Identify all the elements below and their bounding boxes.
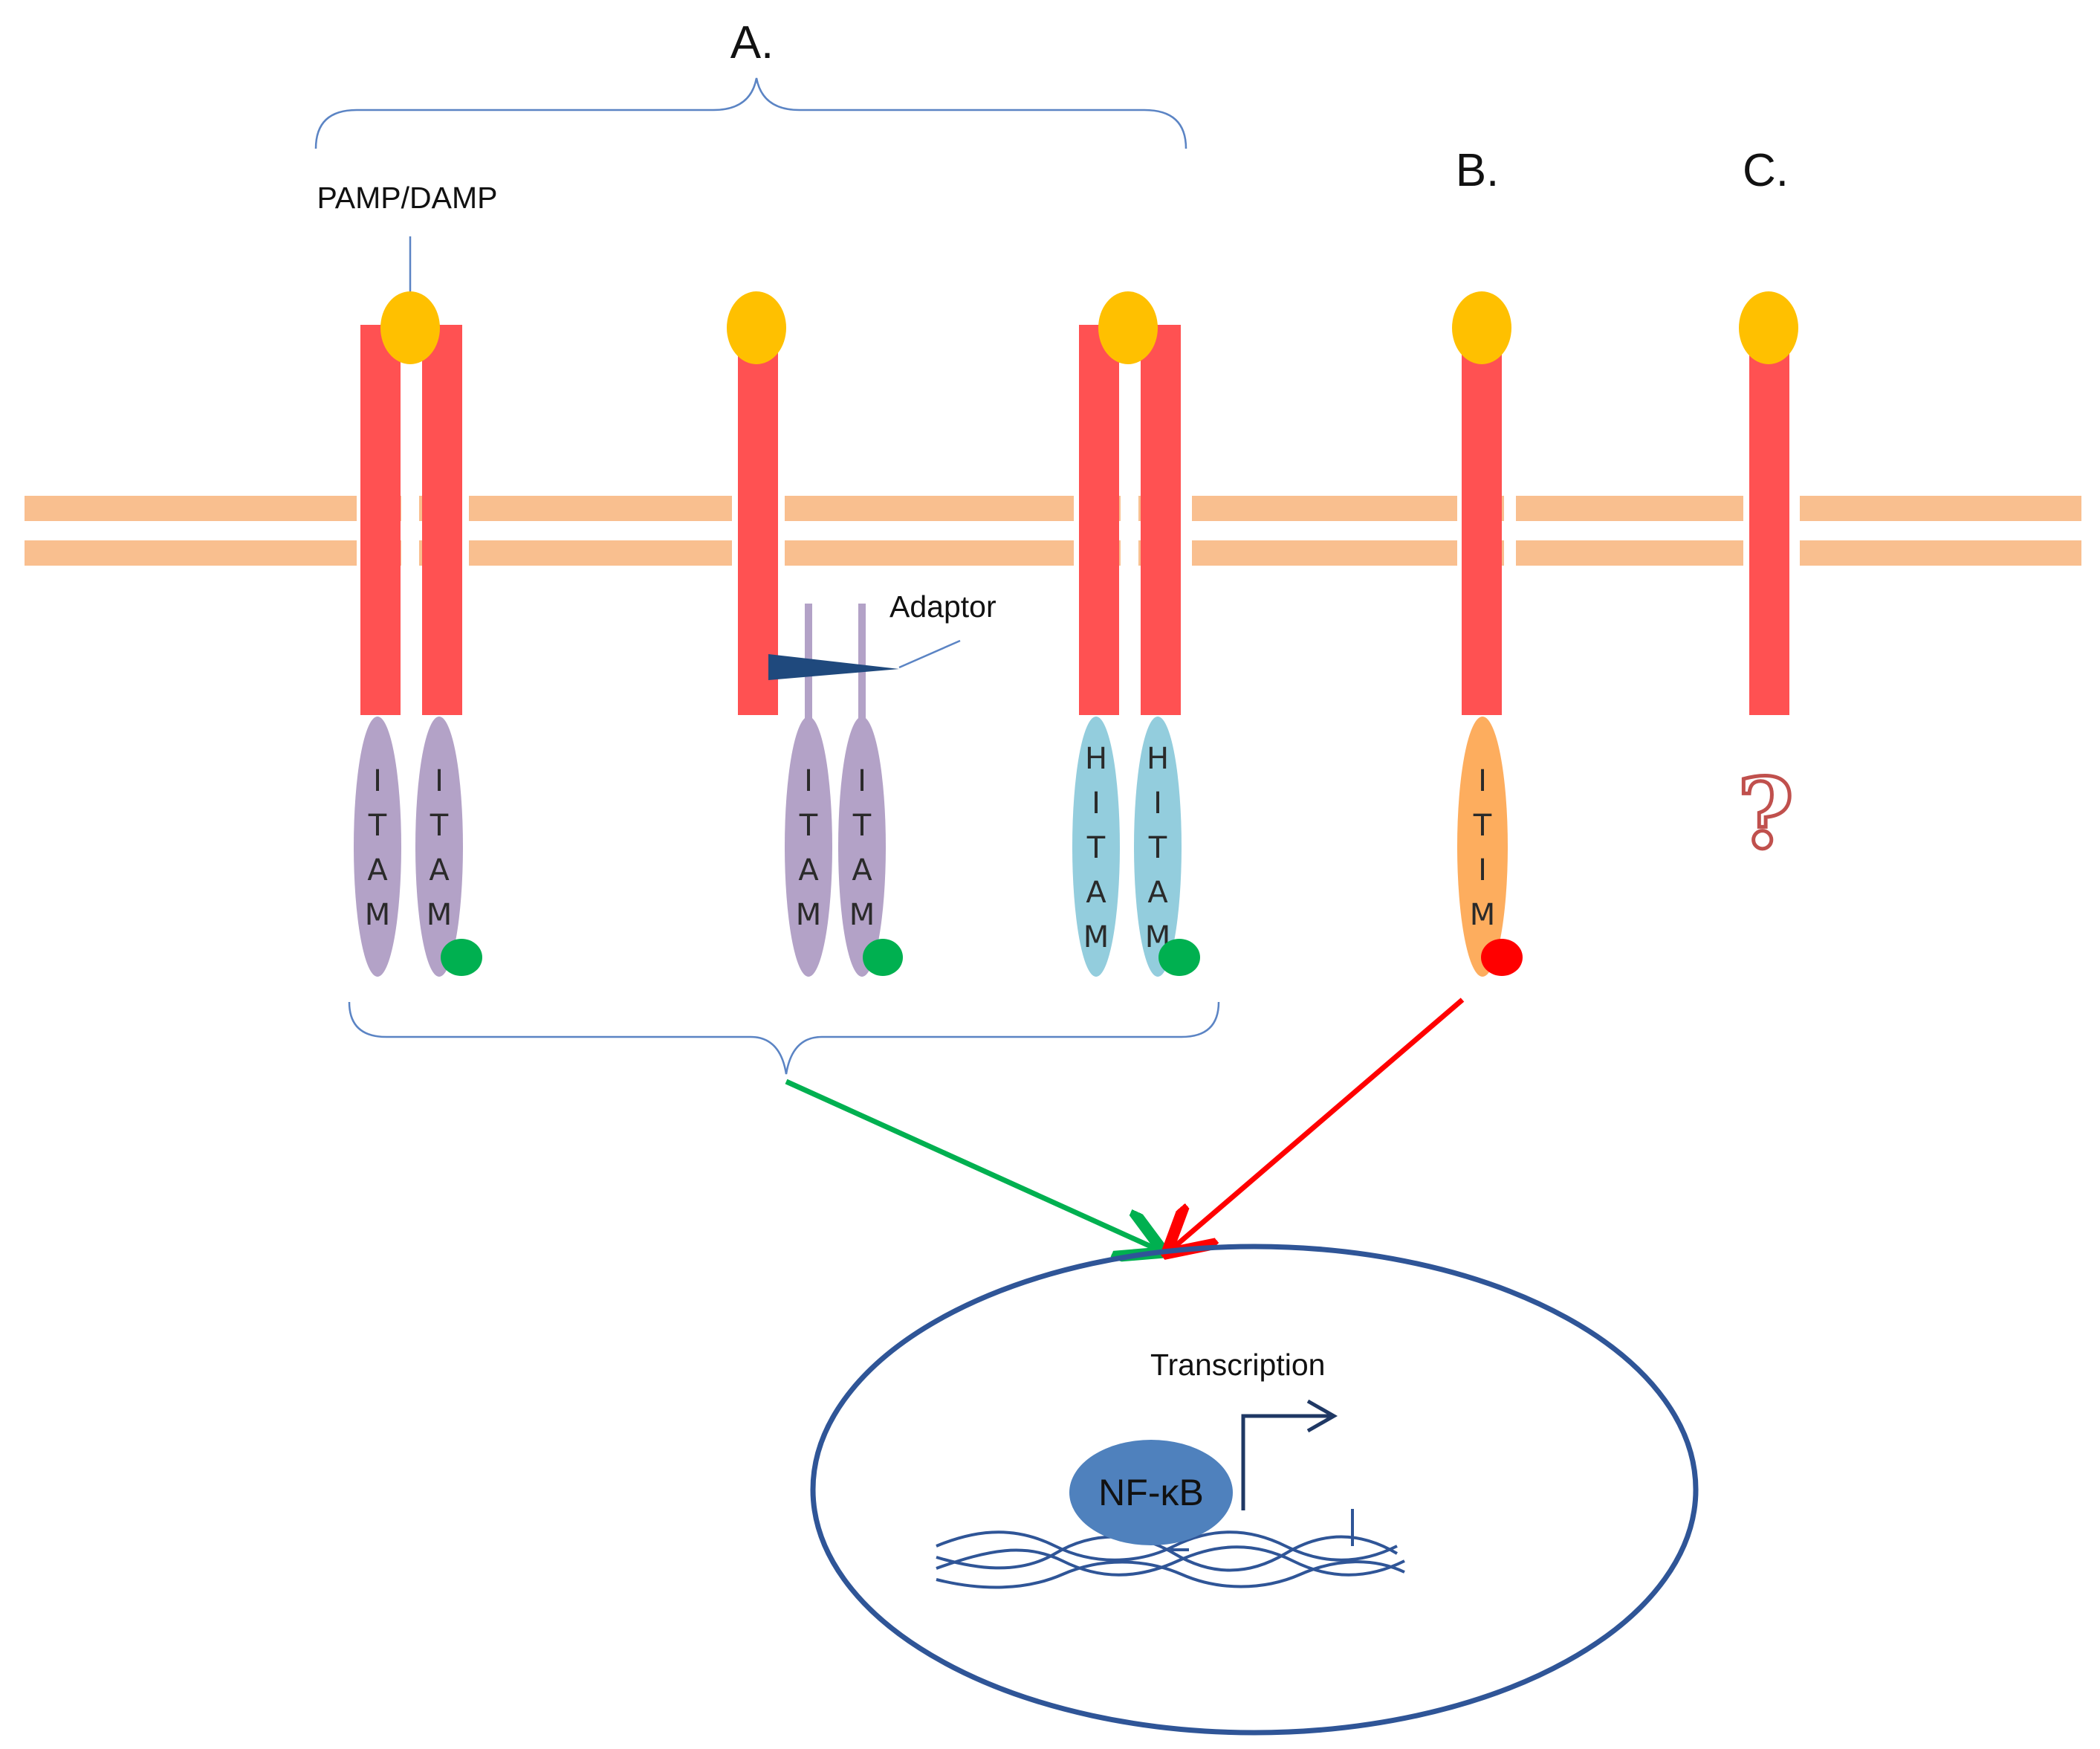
svg-text:T: T bbox=[852, 809, 872, 843]
svg-text:T: T bbox=[1473, 809, 1492, 843]
group-a-bracket bbox=[314, 77, 1187, 149]
svg-text:I: I bbox=[1478, 853, 1487, 888]
receptor-chain bbox=[1079, 325, 1119, 715]
ligand-ball bbox=[1098, 291, 1158, 364]
svg-text:T: T bbox=[1148, 831, 1167, 865]
hitam-motif bbox=[1134, 717, 1182, 977]
hitam-text: H I T A M bbox=[1083, 742, 1109, 954]
itim-motif bbox=[1457, 717, 1508, 977]
group-b-label: B. bbox=[1456, 145, 1500, 196]
transcription-label: Transcription bbox=[1150, 1348, 1325, 1382]
svg-text:A: A bbox=[429, 853, 450, 888]
svg-text:I: I bbox=[1153, 786, 1162, 821]
svg-text:H: H bbox=[1085, 742, 1107, 776]
svg-text:A: A bbox=[367, 853, 388, 888]
svg-text:I: I bbox=[1478, 764, 1487, 798]
itam-text: I T A M bbox=[796, 764, 822, 932]
group-a-label: A. bbox=[730, 17, 774, 68]
receptor-chain bbox=[1749, 325, 1789, 715]
nfkb-label: NF-κB bbox=[1098, 1472, 1204, 1513]
inhibition-arrow bbox=[1170, 998, 1465, 1250]
svg-text:I: I bbox=[858, 764, 866, 798]
activation-dot bbox=[1158, 939, 1200, 976]
svg-text:I: I bbox=[1092, 786, 1101, 821]
svg-text:T: T bbox=[799, 809, 818, 843]
svg-text:A: A bbox=[852, 853, 872, 888]
receptor-unknown: ? bbox=[1735, 291, 1798, 873]
receptor-chain bbox=[738, 325, 778, 715]
itam-text: I T A M bbox=[427, 764, 453, 932]
receptor-chain bbox=[1141, 325, 1181, 715]
ligand-ball bbox=[1739, 291, 1798, 364]
adaptor-label: Adaptor bbox=[889, 589, 996, 624]
hitam-motif bbox=[1072, 717, 1120, 977]
ligand-ball bbox=[380, 291, 440, 364]
itam-text: I T A M bbox=[365, 764, 391, 932]
receptor-itim: I T I M bbox=[1452, 291, 1523, 977]
itam-motif bbox=[785, 717, 832, 977]
svg-text:M: M bbox=[796, 898, 822, 932]
activation-dot bbox=[441, 939, 482, 976]
inhibition-dot bbox=[1481, 939, 1523, 976]
svg-text:M: M bbox=[849, 898, 875, 932]
group-c-label: C. bbox=[1743, 145, 1789, 196]
receptor-chain bbox=[360, 325, 401, 715]
receptor-hitam-dimer: H I T A M H I T A M bbox=[1072, 291, 1200, 977]
activation-arrow bbox=[785, 1079, 1159, 1250]
svg-text:T: T bbox=[430, 809, 449, 843]
itam-motif bbox=[838, 717, 886, 977]
itim-text: I T I M bbox=[1470, 764, 1496, 932]
svg-text:M: M bbox=[1083, 920, 1109, 954]
nucleus bbox=[810, 1244, 1699, 1736]
pamp-damp-label: PAMP/DAMP bbox=[317, 181, 498, 215]
activation-dot bbox=[863, 939, 903, 976]
svg-text:A: A bbox=[1147, 876, 1168, 910]
receptor-chain bbox=[422, 325, 462, 715]
question-mark-icon: ? bbox=[1737, 757, 1794, 870]
receptor-with-adaptor: I T A M I T A M bbox=[727, 291, 961, 977]
adaptor-pointer-line bbox=[898, 639, 961, 669]
svg-text:I: I bbox=[435, 764, 444, 798]
svg-text:H: H bbox=[1147, 742, 1169, 776]
svg-text:A: A bbox=[798, 853, 819, 888]
hitam-text: H I T A M bbox=[1145, 742, 1171, 954]
itam-motif bbox=[415, 717, 463, 977]
receptor-itam-dimer: I T A M I T A M bbox=[354, 291, 482, 977]
adaptor-stalk bbox=[858, 604, 866, 722]
dna-helix-icon bbox=[936, 1509, 1405, 1589]
svg-text:M: M bbox=[427, 898, 453, 932]
nfkb-protein bbox=[1069, 1440, 1233, 1545]
svg-text:A: A bbox=[1086, 876, 1106, 910]
ligand-ball bbox=[727, 291, 786, 364]
svg-text:M: M bbox=[1470, 898, 1496, 932]
svg-text:M: M bbox=[365, 898, 391, 932]
adaptor-wedge bbox=[768, 654, 899, 680]
group-a-lower-bracket bbox=[348, 1001, 1220, 1075]
receptor-chain bbox=[1462, 325, 1502, 715]
ligand-ball bbox=[1452, 291, 1511, 364]
svg-text:T: T bbox=[368, 809, 387, 843]
svg-text:I: I bbox=[373, 764, 382, 798]
transcription-arrow-icon bbox=[1241, 1399, 1338, 1510]
svg-text:I: I bbox=[804, 764, 813, 798]
itam-motif bbox=[354, 717, 401, 977]
svg-text:T: T bbox=[1086, 831, 1106, 865]
itam-text: I T A M bbox=[849, 764, 875, 932]
